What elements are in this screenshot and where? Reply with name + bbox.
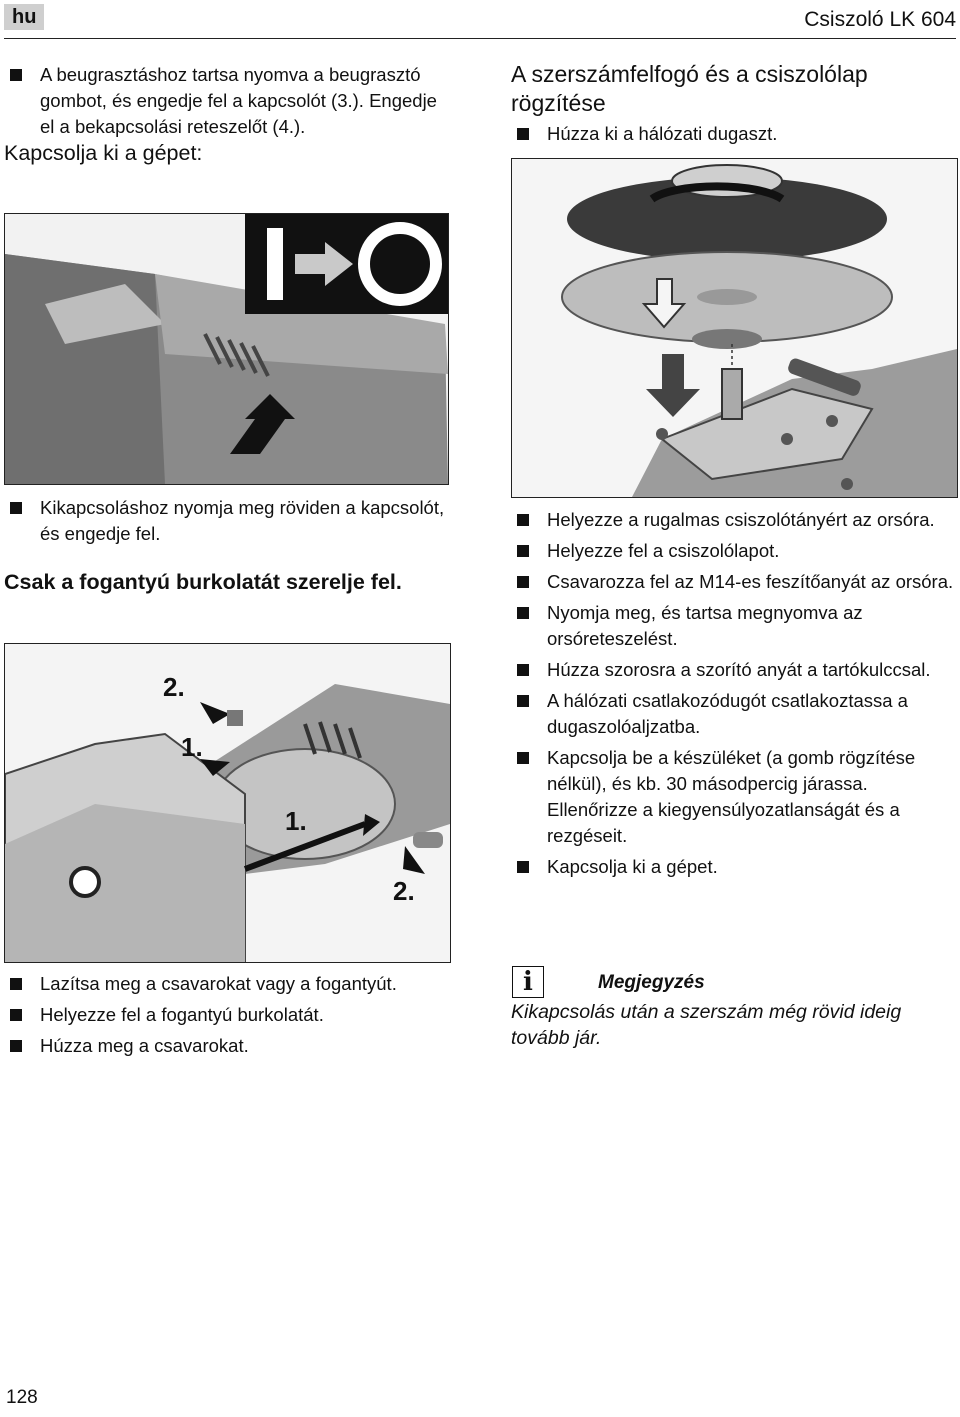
fig-label-1-bottom: 1. [285, 806, 307, 836]
step-bullet-5: Húzza szorosra a szorító anyát a tartóku… [511, 657, 956, 683]
right-intro: A szerszámfelfogó és a csiszolólap rögzí… [511, 60, 956, 147]
left-intro: A beugrasztáshoz tartsa nyomva a beug­ra… [4, 62, 449, 167]
step-bullet-7: Kapcsolja be a készüléket (a gomb rögzít… [511, 745, 956, 849]
step-bullet-8: Kapcsolja ki a gépet. [511, 854, 956, 880]
step-bullet-1: Helyezze a rugalmas csiszolótányért az o… [511, 507, 956, 533]
info-icon: i [512, 966, 544, 998]
step-bullet-3: Csavarozza fel az M14-es feszítőanyát az… [511, 569, 956, 595]
page-number: 128 [6, 1387, 38, 1408]
grinder-switch-illustration [5, 214, 448, 484]
step-bullet-4: Nyomja meg, és tartsa megnyomva az orsór… [511, 600, 956, 652]
note-text: Kikapcsolás után a szerszám még rövid id… [511, 1001, 902, 1049]
handle-bullet-3: Húzza meg a csavarokat. [4, 1033, 449, 1059]
handle-cover-illustration: 2. 1. 1. 2. [5, 644, 450, 962]
fig-label-1-top: 1. [181, 732, 203, 762]
language-tag: hu [4, 4, 44, 30]
abrasive-disc [567, 177, 887, 261]
left-switch-off: Kikapcsoláshoz nyomja meg röviden a kapc… [4, 495, 449, 596]
note-title: Megjegyzés [598, 972, 705, 993]
fig-label-2-top: 2. [163, 672, 185, 702]
handle-bullet-2: Helyezze fel a fogantyú burkolatát. [4, 1002, 449, 1028]
document-title: Csiszoló LK 604 [804, 8, 956, 31]
fig-label-2-bottom: 2. [393, 876, 415, 906]
unplug-bullet: Húzza ki a hálózati dugaszt. [511, 121, 956, 147]
left-handle-bullets: Lazítsa meg a csavarokat vagy a fogantyú… [4, 971, 449, 1059]
press-arrow [230, 394, 295, 454]
handle-cover-figure: 2. 1. 1. 2. [4, 643, 451, 963]
switch-off-bullet: Kikapcsoláshoz nyomja meg röviden a kapc… [4, 495, 449, 547]
disc-mounting-figure [511, 158, 958, 498]
right-steps: Helyezze a rugalmas csiszolótányért az o… [511, 507, 956, 880]
disc-mounting-illustration [512, 159, 957, 497]
handle-heading: Csak a fogantyú burkolatát szerelje fel. [4, 570, 402, 594]
switch-off-figure [4, 213, 449, 485]
switch-off-heading: Kapcsolja ki a gépet: [4, 141, 203, 165]
step-bullet-2: Helyezze fel a csiszolólapot. [511, 538, 956, 564]
step-bullet-6: A hálózati csatlakozódugót csatlakoztass… [511, 688, 956, 740]
header-rule [4, 38, 956, 39]
right-heading: A szerszámfelfogó és a csiszolólap rögzí… [511, 61, 868, 116]
handle-bullet-1: Lazítsa meg a csavarokat vagy a fogantyú… [4, 971, 449, 997]
intro-bullet: A beugrasztáshoz tartsa nyomva a beug­ra… [4, 62, 450, 140]
